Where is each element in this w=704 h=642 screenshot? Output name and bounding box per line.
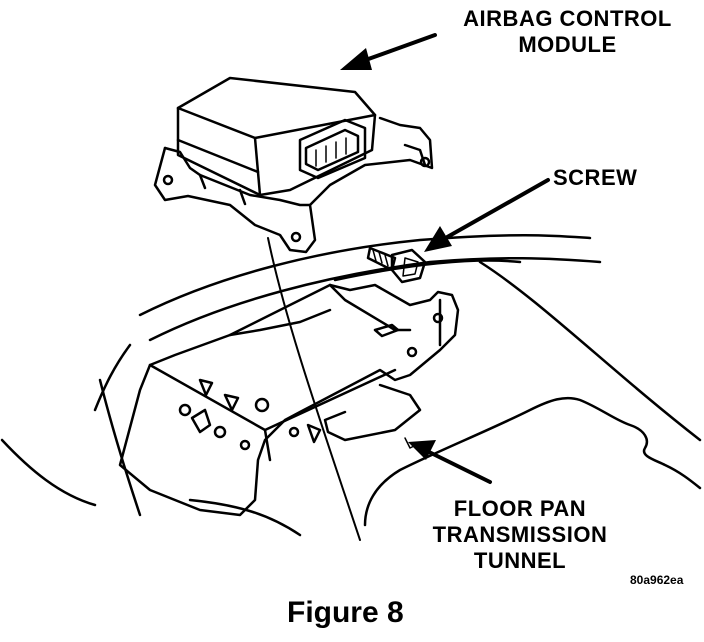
label-airbag-control-module: AIRBAG CONTROL MODULE (445, 6, 690, 58)
arrowhead-airbag-module (340, 48, 372, 70)
label-floor-pan-transmission-tunnel: FLOOR PAN TRANSMISSION TUNNEL (420, 496, 620, 574)
arrowhead-floor-pan (408, 440, 436, 460)
arrowhead-screw (424, 226, 452, 252)
label-airbag-line-2: MODULE (518, 32, 617, 57)
floor-pan-contours (0, 233, 702, 537)
lower-mounting-bracket (118, 283, 460, 517)
label-floor-pan-line-1: FLOOR PAN (453, 496, 587, 521)
label-screw: SCREW (553, 165, 638, 190)
label-airbag-line-1: AIRBAG CONTROL (463, 6, 672, 31)
arrow-floor-pan (423, 448, 492, 484)
screw (366, 246, 427, 284)
arrow-screw (440, 178, 550, 242)
airbag-control-module (176, 76, 377, 197)
callout-arrows (358, 33, 550, 484)
transmission-tunnel-outline (363, 396, 702, 527)
label-floor-pan-line-3: TUNNEL (473, 548, 567, 573)
module-bracket (153, 116, 434, 254)
figure-caption: Figure 8 (287, 596, 404, 629)
label-floor-pan-line-2: TRANSMISSION (432, 522, 608, 547)
drawing-code: 80a962ea (630, 573, 684, 587)
tunnel-mark (404, 437, 419, 449)
leader-line-module (267, 237, 361, 541)
arrow-airbag-module (358, 33, 437, 64)
